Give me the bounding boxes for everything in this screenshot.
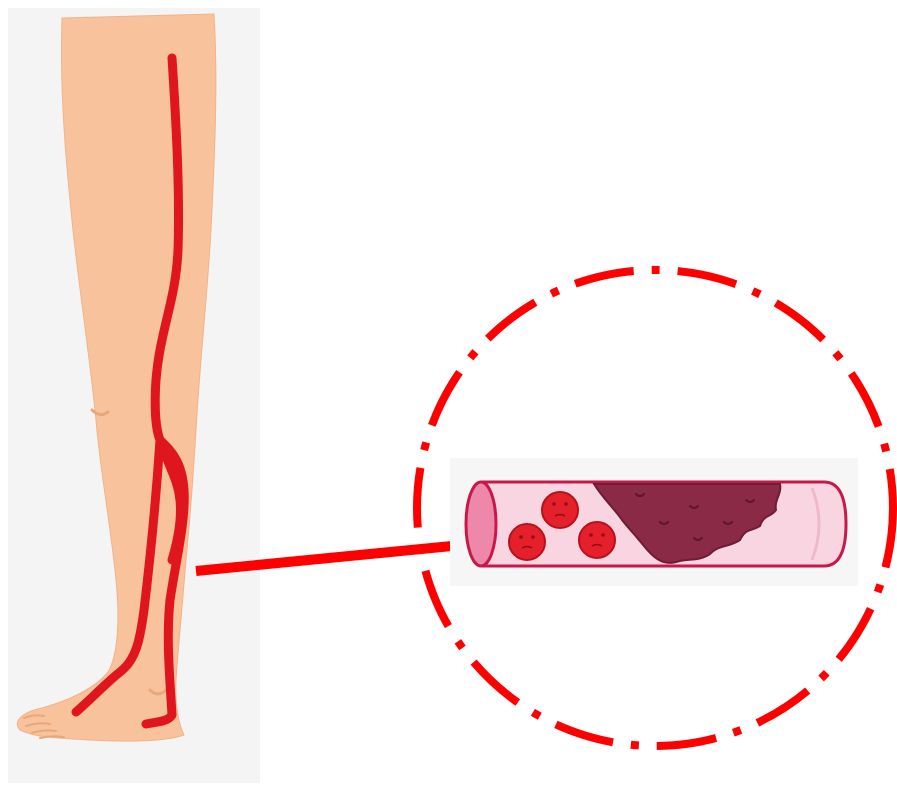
vessel-open-end [466, 482, 496, 566]
red-blood-cell-icon [542, 492, 578, 528]
red-blood-cell-icon [579, 522, 615, 558]
red-blood-cell-icon [509, 524, 545, 560]
